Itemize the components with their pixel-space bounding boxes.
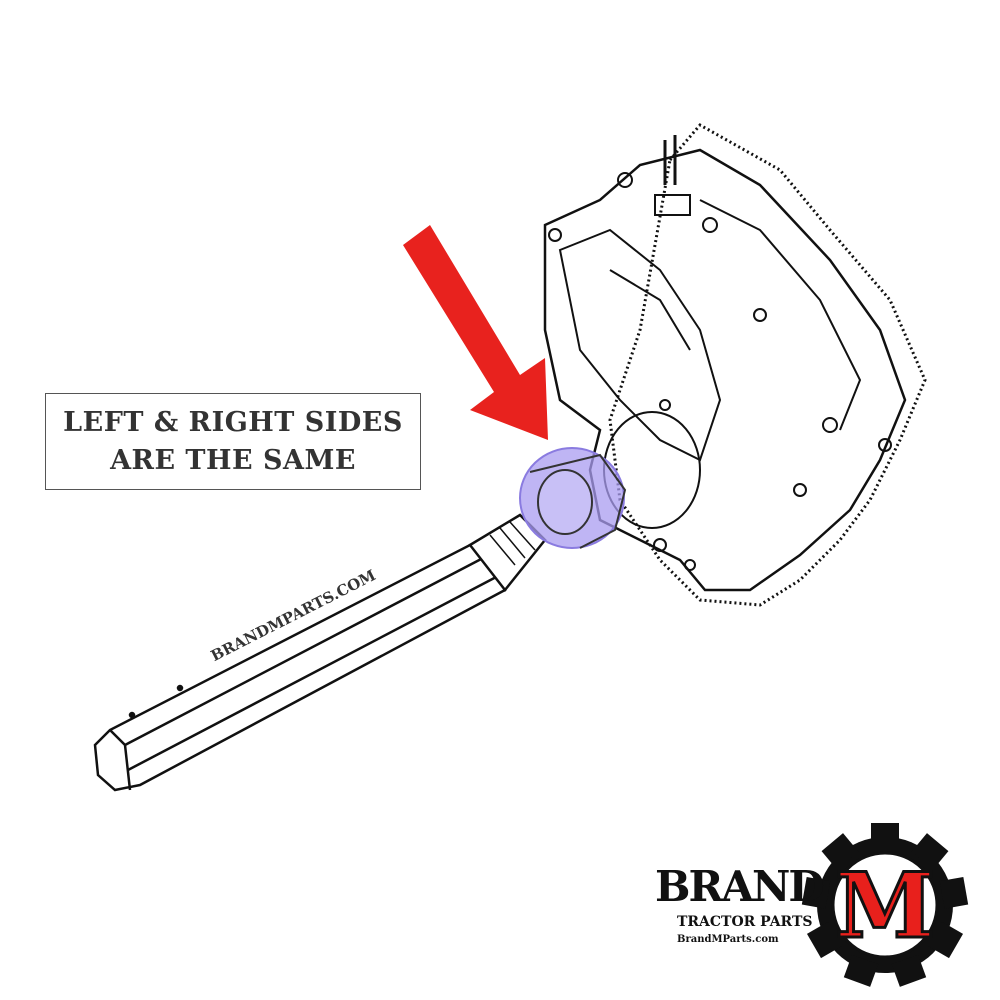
logo-brand-word: BRAND xyxy=(655,862,825,911)
logo-url: BrandMParts.com xyxy=(677,934,779,945)
callout-line-1: LEFT & RIGHT SIDES xyxy=(63,406,403,438)
logo-m-letter: M xyxy=(835,853,935,959)
red-arrow-icon xyxy=(403,225,548,440)
brand-logo: BRAND TRACTOR PARTS BrandMParts.com xyxy=(655,822,825,987)
seal-ring-highlight xyxy=(519,447,627,549)
shaft xyxy=(93,513,547,792)
gear-housing xyxy=(543,123,927,607)
gear-icon: M xyxy=(801,823,969,987)
logo-subtitle: TRACTOR PARTS xyxy=(677,914,813,930)
callout-line-2: ARE THE SAME xyxy=(110,444,356,476)
gasket-outline xyxy=(608,123,927,607)
callout-box: LEFT & RIGHT SIDES ARE THE SAME xyxy=(45,393,421,490)
housing-body xyxy=(543,148,907,592)
